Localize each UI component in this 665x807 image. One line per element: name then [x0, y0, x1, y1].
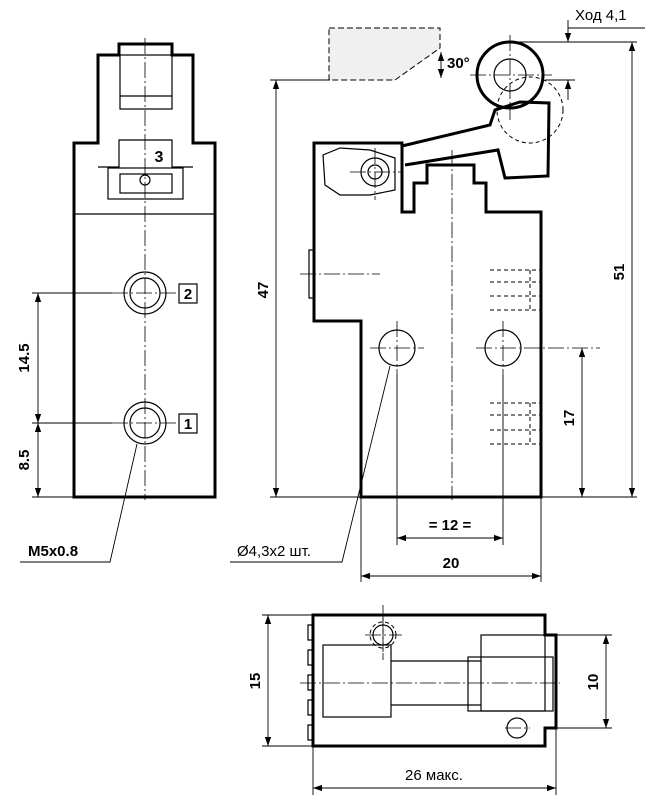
dim-8-5: 8.5	[16, 450, 33, 471]
dim-26: 26 макс.	[405, 767, 463, 784]
front-view: 2 1 3 14.5 8.5 M5x0.8	[16, 38, 217, 563]
dim-47: 47	[255, 282, 272, 299]
stroke-label: Ход 4,1	[575, 7, 627, 24]
port-2-label: 2	[184, 286, 192, 303]
top-view: 15 10 26 макс.	[247, 605, 612, 795]
dim-10: 10	[585, 674, 602, 691]
dim-17: 17	[561, 410, 578, 427]
dim-14-5: 14.5	[16, 343, 33, 372]
side-view: 47 51 Ход 4,1 30° 17 = 12 = 20 Ø4,3x2 шт…	[230, 7, 645, 582]
port-3-label: 3	[155, 149, 164, 166]
dim-12: = 12 =	[429, 517, 472, 534]
dim-15: 15	[247, 673, 264, 690]
angle-label: 30°	[447, 55, 470, 72]
mount-hole-label: Ø4,3x2 шт.	[237, 543, 311, 560]
dim-51: 51	[611, 264, 628, 281]
front-view-outline	[72, 42, 217, 499]
dim-20: 20	[443, 555, 460, 572]
port-1-label: 1	[184, 416, 192, 433]
side-view-outline	[312, 141, 543, 499]
thread-label: M5x0.8	[28, 543, 78, 560]
